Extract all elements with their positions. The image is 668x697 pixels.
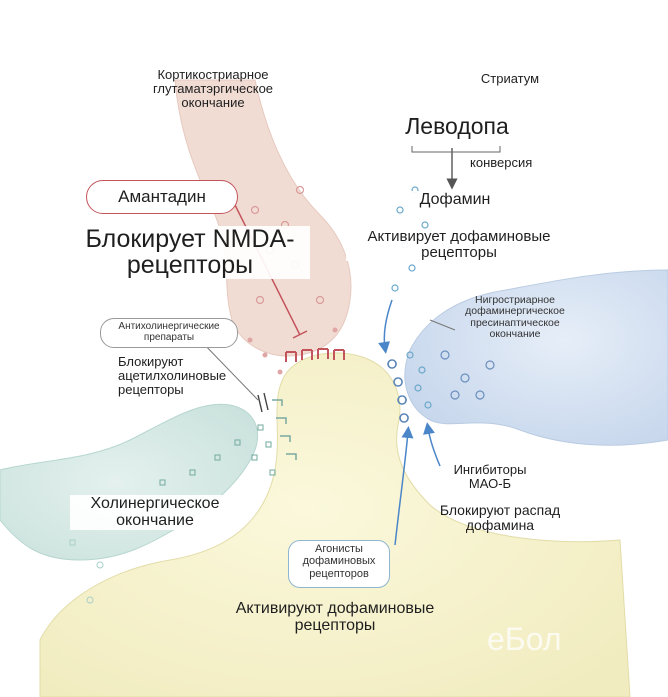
anticholinergic-box: Антихолинергические препараты bbox=[100, 318, 238, 348]
dopamine-label: Дофамин bbox=[410, 191, 500, 209]
activates-dopamine-receptors-top: Активирует дофаминовые рецепторы bbox=[346, 228, 572, 262]
mao-b-inhibitors-label: Ингибиторы МАО-Б bbox=[453, 462, 527, 492]
conversion-label: конверсия bbox=[470, 155, 533, 170]
activate-dopamine-receptors-bottom: Активируют дофаминовые рецепторы bbox=[235, 600, 435, 635]
watermark: еБол bbox=[487, 621, 562, 657]
nigrostriatal-terminal bbox=[404, 269, 668, 446]
cortical-terminal bbox=[174, 79, 352, 357]
striatum-label: Стриатум bbox=[480, 71, 540, 86]
amantadine-label: Амантадин bbox=[118, 187, 206, 206]
acetylcholine-receptors bbox=[272, 399, 297, 460]
nigrostriatal-ending-label: Нигростриарное дофаминергическое пресина… bbox=[465, 294, 565, 340]
blocks-acetylcholine-label: Блокируют ацетилхолиновые рецепторы bbox=[118, 354, 227, 398]
dopamine-agonists-box: Агонисты дофаминовых рецепторов bbox=[288, 540, 390, 588]
cholinergic-terminal bbox=[0, 403, 259, 561]
nmda-receptors bbox=[285, 348, 345, 362]
amantadine-box: Амантадин bbox=[86, 180, 238, 214]
leader-lines bbox=[199, 319, 456, 401]
blocks-dopamine-breakdown-label: Блокируют распад дофамина bbox=[439, 502, 561, 534]
dopamine-receptors bbox=[387, 359, 409, 423]
blue-arrows bbox=[378, 299, 441, 546]
cortical-ending-label: Кортикостриарное глутаматэргическое окон… bbox=[152, 67, 274, 111]
postsynaptic-neuron bbox=[39, 352, 631, 697]
glutamate-dots bbox=[247, 327, 338, 375]
faint-dots bbox=[69, 539, 104, 604]
levodopa-label: Леводопа bbox=[392, 114, 522, 139]
acetylcholine-molecules bbox=[159, 424, 276, 486]
anticholinergic-block bbox=[257, 392, 269, 413]
blocks-nmda-label: Блокирует NMDA- рецепторы bbox=[70, 226, 310, 279]
nigrostriatal-vesicles bbox=[440, 350, 495, 400]
levodopa-bracket bbox=[411, 146, 501, 153]
cholinergic-ending-label: Холинергическое окончание bbox=[70, 495, 240, 530]
